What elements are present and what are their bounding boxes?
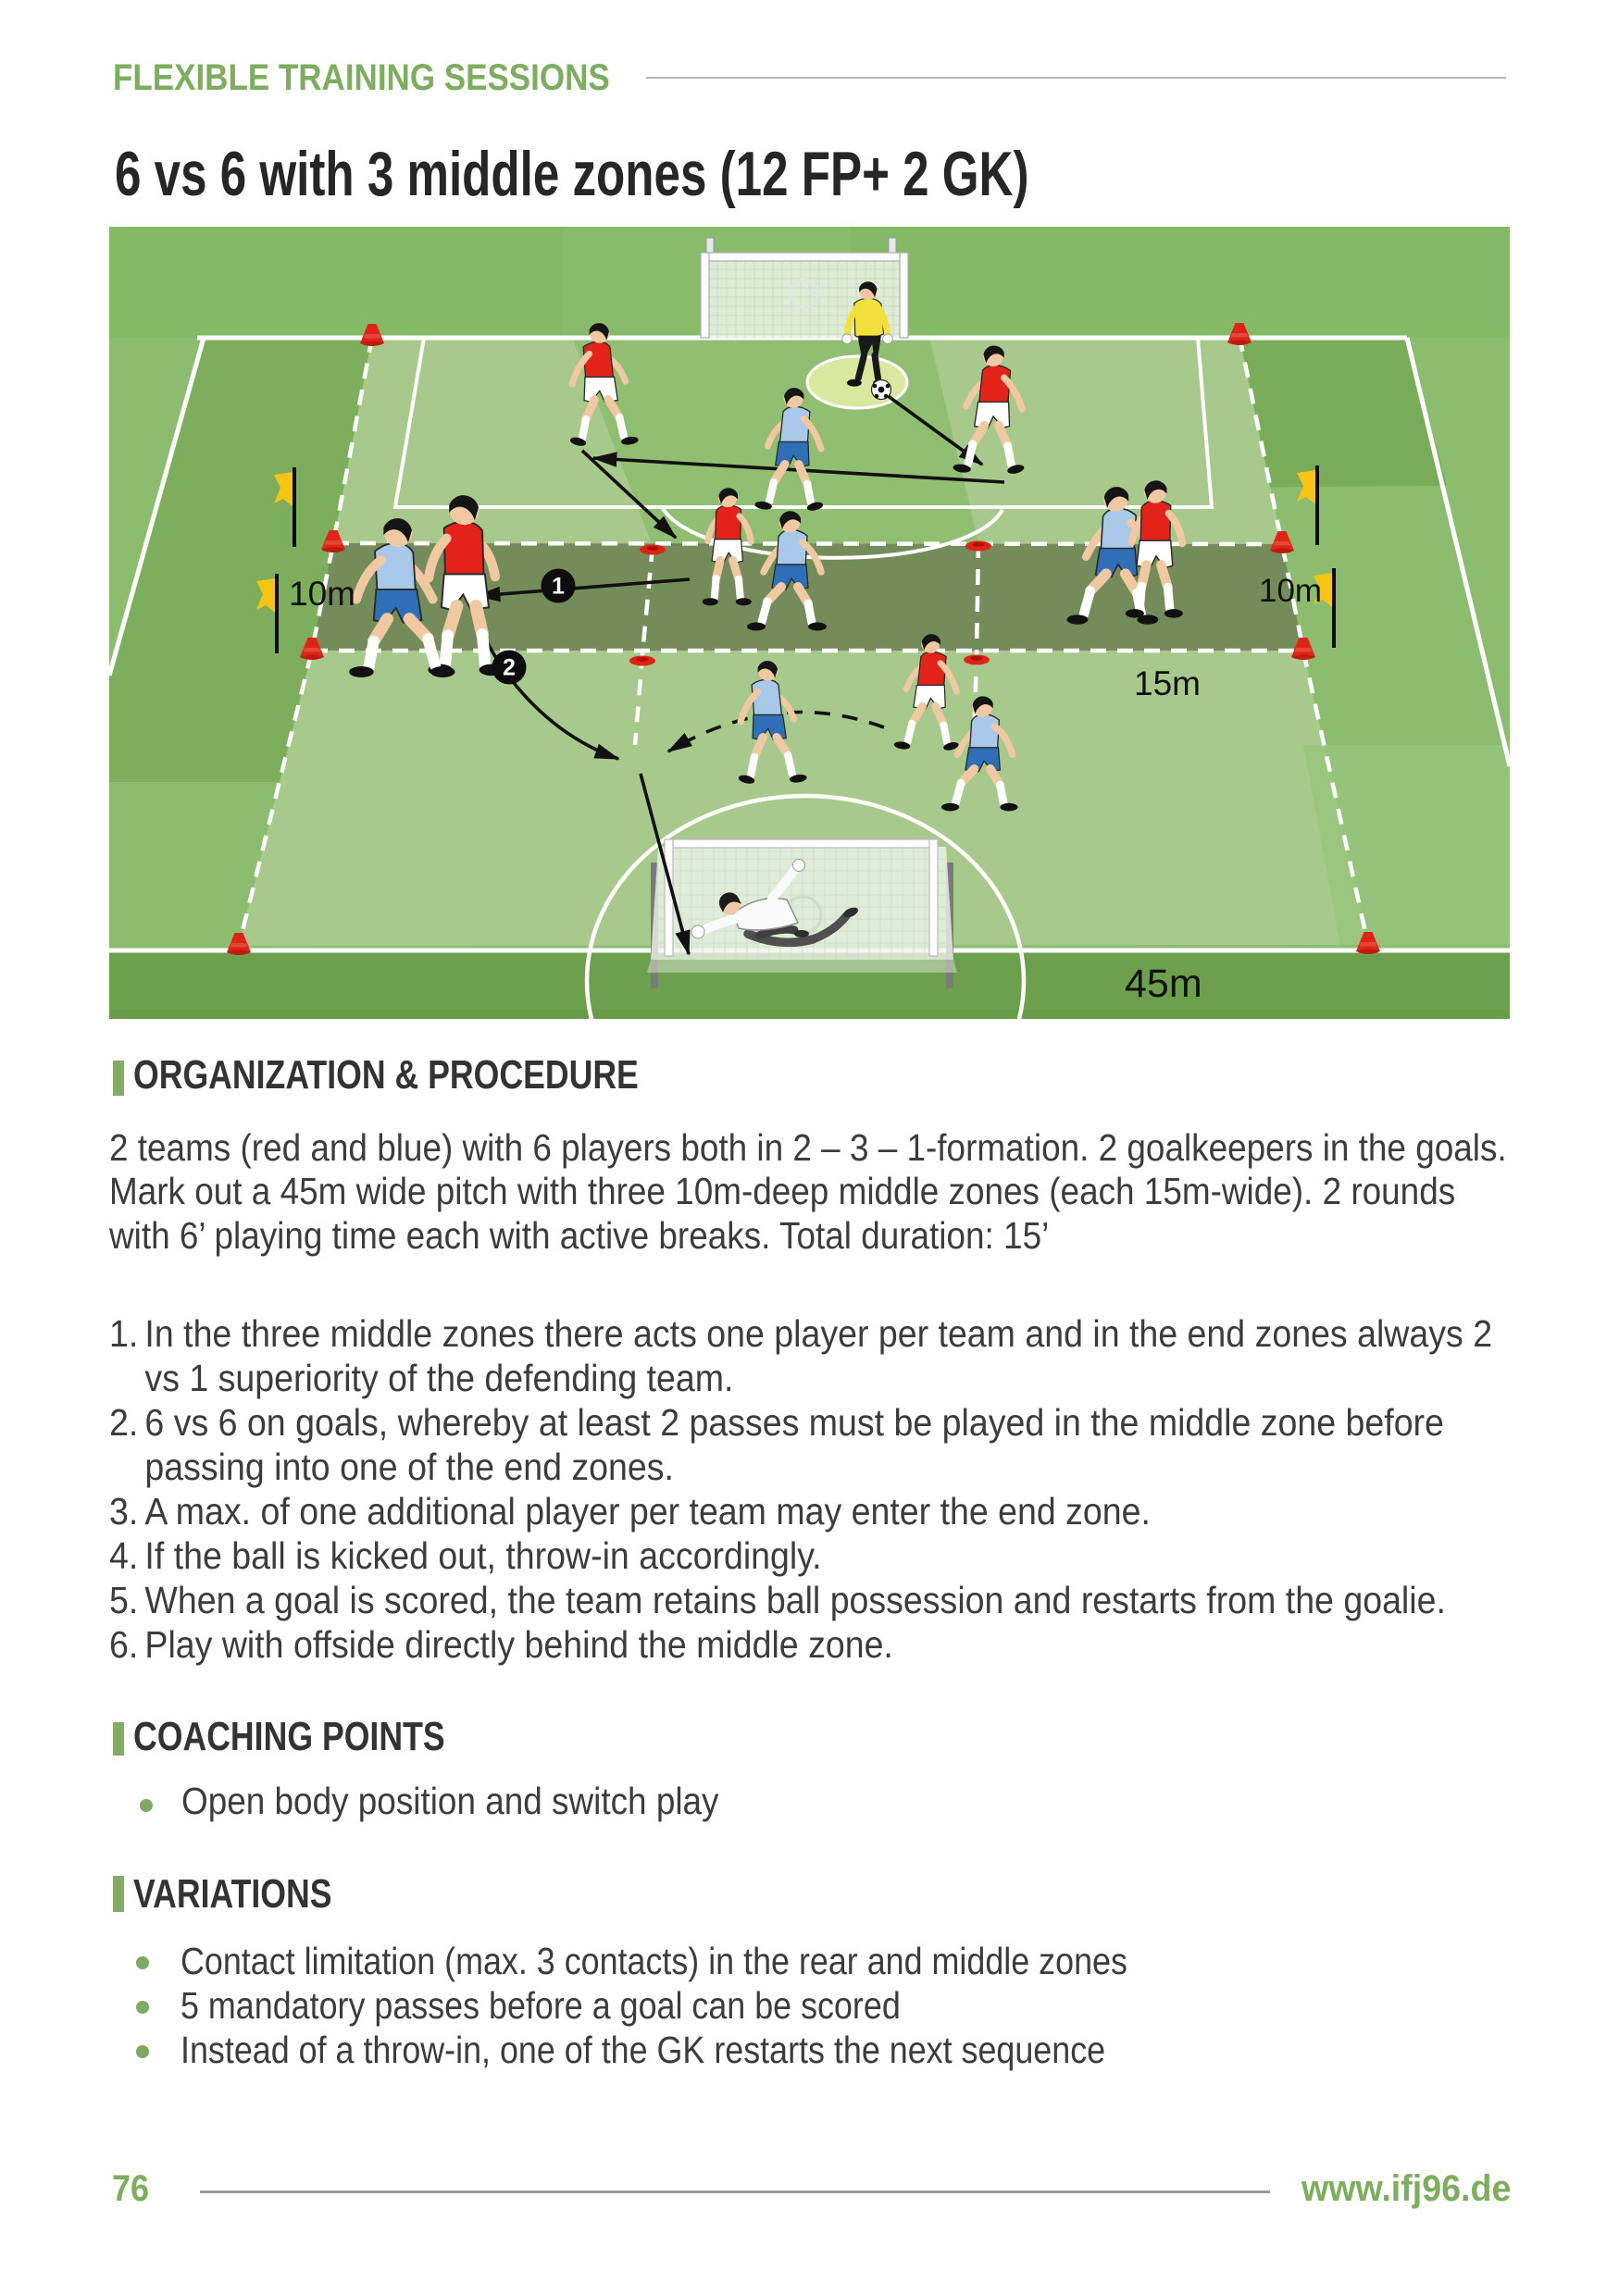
svg-text:10m: 10m [289,575,355,613]
svg-text:2: 2 [503,655,516,681]
svg-text:15m: 15m [1134,664,1201,702]
svg-text:1: 1 [552,574,565,600]
svg-text:10m: 10m [1259,573,1322,609]
svg-text:45m: 45m [1125,962,1202,1006]
